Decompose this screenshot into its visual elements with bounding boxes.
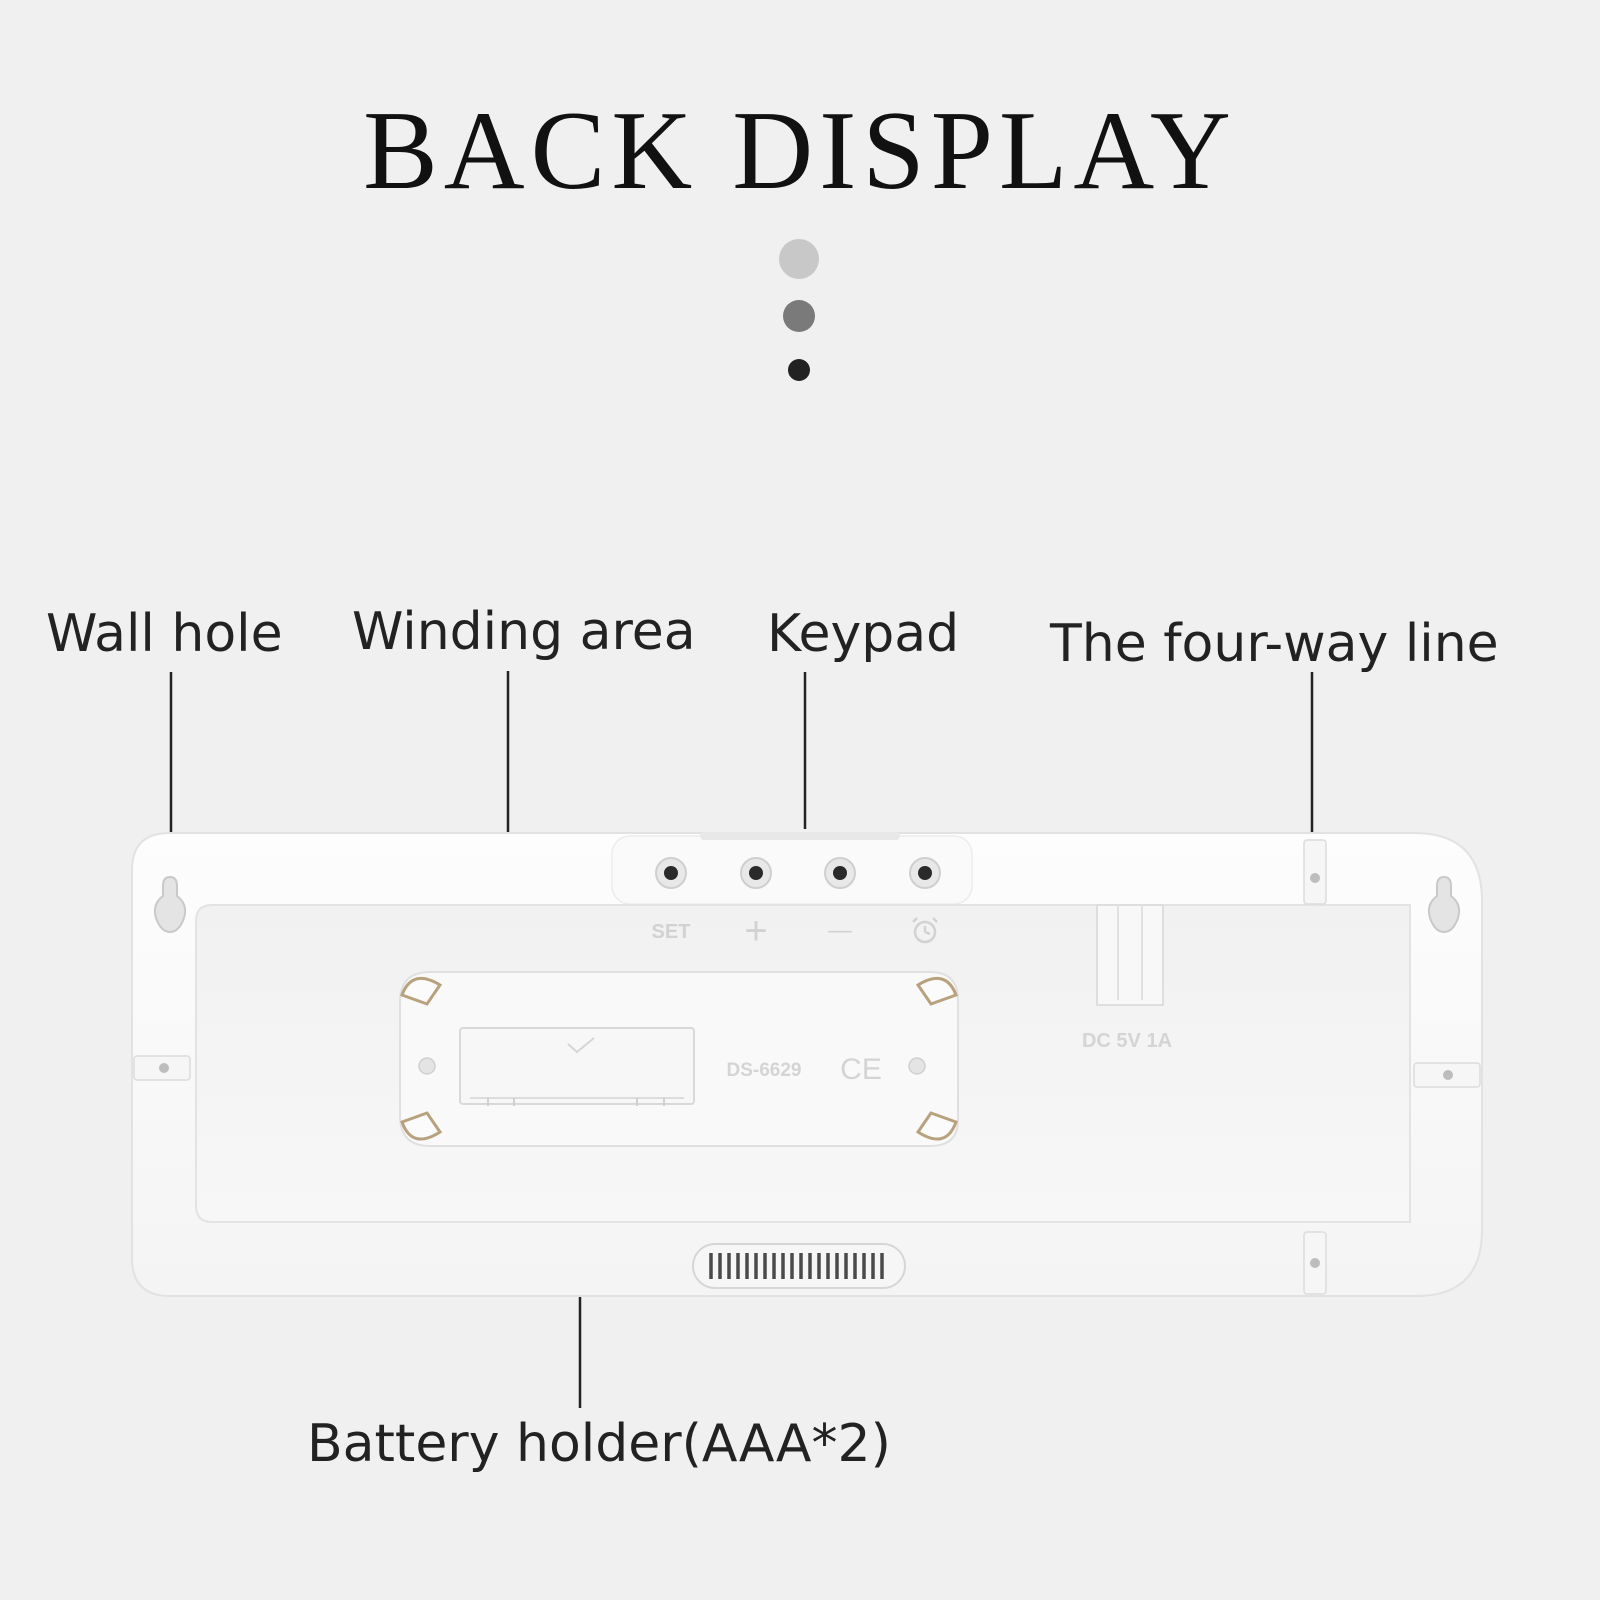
callout-wall-hole: Wall hole: [46, 604, 283, 664]
keypad-top-edge: [700, 832, 900, 840]
battery-cover: [459, 1027, 695, 1106]
marking-ce: CE: [840, 1053, 882, 1086]
keypad-buttons: [655, 857, 941, 889]
alarm-icon: [912, 917, 938, 944]
marking-set: SET: [652, 921, 691, 943]
marking-model: DS-6629: [727, 1060, 802, 1081]
marking-minus: —: [828, 917, 852, 944]
callout-four-way-line: The four-way line: [1050, 614, 1499, 674]
callout-keypad: Keypad: [767, 604, 960, 664]
wall-hole-right: [1427, 875, 1461, 934]
wall-hole-left: [153, 875, 187, 934]
callout-battery-holder: Battery holder(AAA*2): [307, 1414, 891, 1474]
decor-dot-light: [779, 239, 819, 279]
decor-dot-medium: [783, 300, 815, 332]
callout-winding-area: Winding area: [352, 602, 696, 662]
decor-dot-dark: [788, 359, 810, 381]
cable-slot: [1096, 904, 1164, 1006]
marking-plus: +: [744, 909, 767, 953]
marking-power: DC 5V 1A: [1082, 1030, 1172, 1052]
speaker-grille: [692, 1243, 906, 1289]
page-title: BACK DISPLAY: [363, 89, 1237, 213]
four-way-notches: [133, 839, 1481, 1295]
